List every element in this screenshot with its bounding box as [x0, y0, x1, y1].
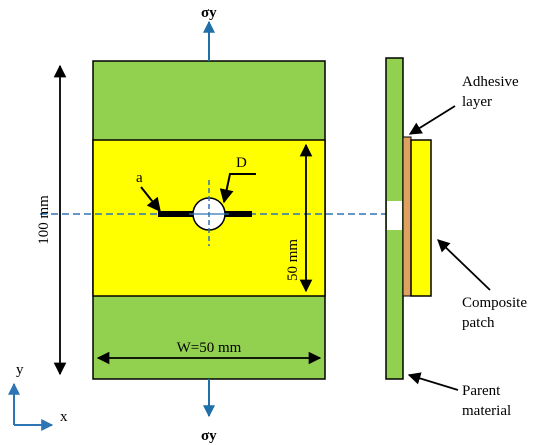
sigma-bottom-label: σy	[201, 428, 217, 444]
patch-height-dimension-label: 50 mm	[285, 239, 301, 281]
hole-label: D	[236, 155, 247, 171]
height-dimension-label: 100 mm	[36, 195, 52, 245]
width-dimension-label: W=50 mm	[177, 340, 242, 356]
x-axis-label: x	[60, 409, 68, 425]
hole-leader	[219, 173, 256, 204]
parent-label-line2: material	[462, 403, 511, 419]
parent-leader	[407, 372, 459, 391]
y-axis-label: y	[16, 362, 24, 378]
composite-leader	[437, 239, 491, 291]
composite-label-line1: Composite	[462, 295, 527, 311]
adhesive-label-line2: layer	[462, 94, 492, 110]
parent-label-line1: Parent	[462, 383, 501, 399]
crack-leader	[140, 186, 161, 213]
sigma-top-label: σy	[201, 5, 217, 21]
adhesive-leader	[408, 105, 456, 135]
crack-label: a	[136, 170, 143, 186]
adhesive-label-line1: Adhesive	[462, 74, 519, 90]
composite-label-line2: patch	[462, 315, 495, 331]
composite-patch-side	[410, 139, 432, 297]
adhesive-layer-side	[402, 136, 412, 297]
side-crack-gap	[387, 201, 402, 230]
